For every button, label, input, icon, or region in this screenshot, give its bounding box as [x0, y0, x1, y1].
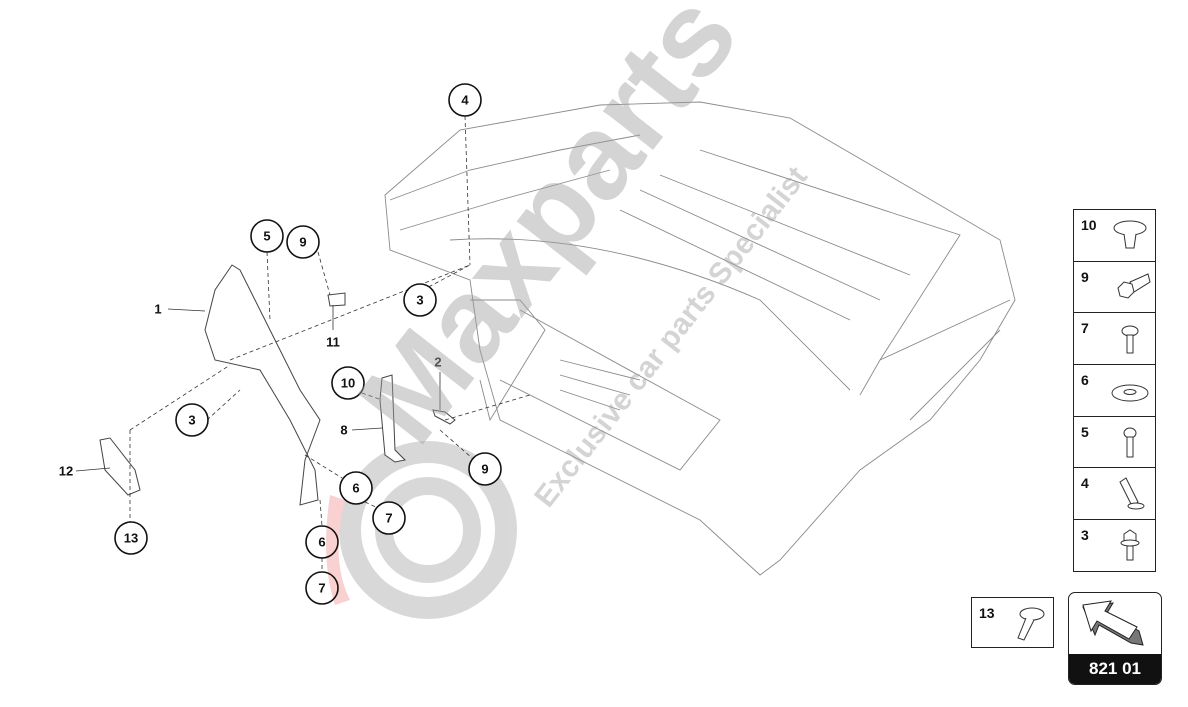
washer-icon — [1111, 384, 1149, 402]
label-2[interactable]: 2 — [434, 355, 441, 370]
svg-text:9: 9 — [299, 235, 306, 250]
svg-text:6: 6 — [352, 481, 359, 496]
small-clip-part — [327, 292, 346, 307]
diagram-reference-badge[interactable]: 821 01 — [1068, 592, 1162, 685]
label-11[interactable]: 11 — [326, 335, 340, 350]
clip-part — [432, 409, 456, 425]
callout-3-upper[interactable]: 3 — [403, 283, 437, 317]
legend-row-5[interactable]: 5 — [1074, 417, 1155, 469]
mount-bracket-part — [99, 437, 141, 496]
bracket-part — [379, 374, 407, 463]
svg-text:6: 6 — [318, 535, 325, 550]
hex-bolt-icon — [1120, 529, 1140, 561]
torx-screw-icon — [1121, 325, 1139, 354]
legend-row-3[interactable]: 3 — [1074, 520, 1155, 571]
callout-9-upper[interactable]: 9 — [286, 225, 320, 259]
callout-9-lower[interactable]: 9 — [468, 452, 502, 486]
diagram-reference-code: 821 01 — [1069, 654, 1161, 684]
label-1[interactable]: 1 — [154, 302, 161, 317]
svg-text:7: 7 — [318, 581, 325, 596]
callout-13[interactable]: 13 — [114, 521, 148, 555]
svg-text:10: 10 — [341, 376, 355, 391]
legend-row-6[interactable]: 6 — [1074, 365, 1155, 417]
legend-row-10[interactable]: 10 — [1074, 210, 1155, 262]
legend-row-9[interactable]: 9 — [1074, 262, 1155, 314]
expansion-nut-icon — [1119, 477, 1145, 510]
legend-row-13[interactable]: 13 — [971, 597, 1054, 648]
legend-row-7[interactable]: 7 — [1074, 313, 1155, 366]
pan-head-screw-icon — [1123, 427, 1137, 458]
car-body-frame-drawing — [384, 101, 1016, 576]
watermark-disc-logo — [326, 441, 517, 619]
label-8[interactable]: 8 — [340, 423, 347, 438]
wheel-arch-trim-part — [204, 264, 321, 506]
callout-3-lower[interactable]: 3 — [175, 403, 209, 437]
callout-4[interactable]: 4 — [448, 83, 482, 117]
hex-flange-bolt-icon — [1117, 272, 1151, 299]
leader-lines — [75, 115, 531, 572]
legend-row-4[interactable]: 4 — [1074, 468, 1155, 521]
svg-text:5: 5 — [263, 229, 270, 244]
callout-5[interactable]: 5 — [250, 219, 284, 253]
svg-text:3: 3 — [188, 413, 195, 428]
svg-text:13: 13 — [124, 531, 138, 546]
direction-arrow-icon — [1082, 600, 1144, 646]
push-rivet-clip-icon — [1113, 220, 1147, 249]
svg-text:3: 3 — [416, 293, 423, 308]
callout-6[interactable]: 6 — [339, 471, 373, 505]
callout-7[interactable]: 7 — [372, 501, 406, 535]
callout-6-lower[interactable]: 6 — [305, 525, 339, 559]
svg-text:7: 7 — [385, 511, 392, 526]
svg-text:9: 9 — [481, 462, 488, 477]
svg-text:4: 4 — [461, 93, 469, 108]
flat-head-screw-icon — [1017, 607, 1045, 641]
callout-10[interactable]: 10 — [331, 366, 365, 400]
callout-7-lower[interactable]: 7 — [305, 571, 339, 605]
label-12[interactable]: 12 — [59, 464, 73, 479]
fastener-legend: 10 9 7 6 5 4 3 — [1073, 209, 1156, 572]
